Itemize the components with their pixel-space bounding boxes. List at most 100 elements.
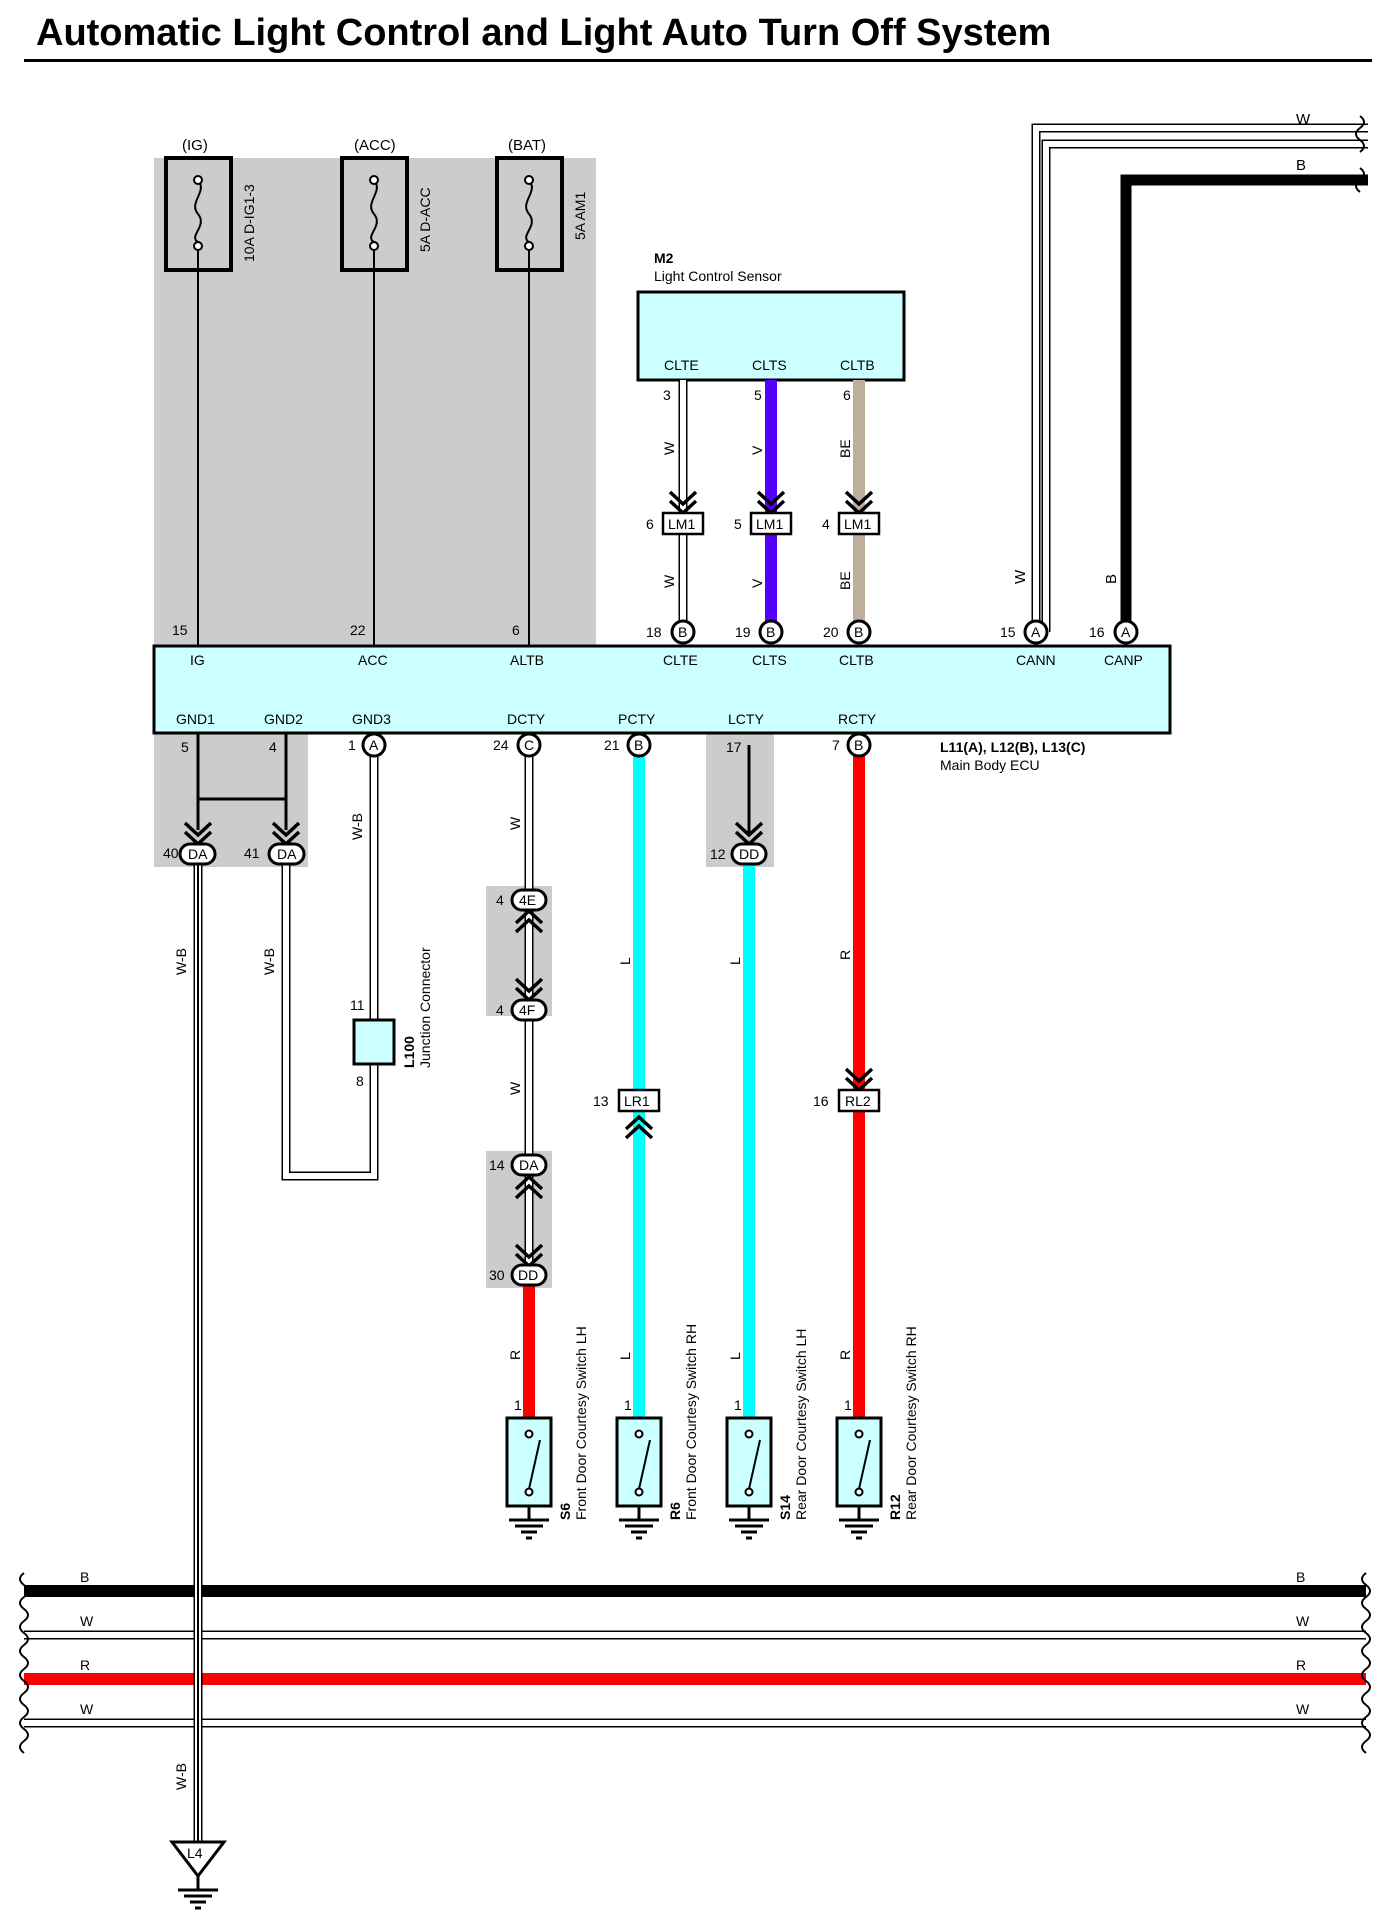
rcty-wire: RL2 16 R R bbox=[813, 745, 881, 1418]
svg-text:DCTY: DCTY bbox=[507, 711, 546, 727]
svg-text:B: B bbox=[678, 624, 687, 640]
svg-text:L100: L100 bbox=[401, 1036, 417, 1068]
svg-text:16: 16 bbox=[1089, 624, 1105, 640]
svg-text:3: 3 bbox=[663, 387, 671, 403]
svg-text:GND1: GND1 bbox=[176, 711, 215, 727]
svg-text:11: 11 bbox=[350, 997, 365, 1013]
svg-text:S6: S6 bbox=[557, 1503, 573, 1520]
svg-text:A: A bbox=[1121, 624, 1131, 640]
svg-text:LM1: LM1 bbox=[756, 516, 783, 532]
svg-text:6: 6 bbox=[646, 516, 654, 532]
svg-text:B: B bbox=[766, 624, 775, 640]
svg-text:L: L bbox=[617, 957, 633, 965]
light-control-sensor: M2 Light Control Sensor CLTE CLTS CLTB bbox=[636, 250, 906, 382]
svg-text:B: B bbox=[854, 624, 863, 640]
svg-text:LCTY: LCTY bbox=[728, 711, 764, 727]
svg-text:7: 7 bbox=[832, 737, 840, 753]
svg-text:L: L bbox=[727, 1352, 743, 1360]
svg-text:(IG): (IG) bbox=[182, 137, 208, 154]
canp-wire-label: B bbox=[1103, 574, 1120, 584]
svg-text:B: B bbox=[854, 737, 863, 753]
svg-text:5: 5 bbox=[181, 739, 189, 755]
svg-text:Front Door Courtesy Switch RH: Front Door Courtesy Switch RH bbox=[683, 1324, 699, 1520]
bus-wires: B W R W B W R W bbox=[19, 1569, 1371, 1754]
switch-r6: 1 R6 Front Door Courtesy Switch RH bbox=[615, 1324, 699, 1540]
svg-text:W: W bbox=[80, 1701, 94, 1717]
svg-text:20: 20 bbox=[823, 624, 839, 640]
dcty-connectors: 4E 4F DA DD 4 4 14 30 bbox=[489, 888, 548, 1287]
svg-text:W-B: W-B bbox=[173, 1763, 189, 1790]
svg-text:DA: DA bbox=[188, 846, 208, 862]
svg-text:19: 19 bbox=[735, 624, 751, 640]
title-underline bbox=[24, 59, 1372, 62]
svg-text:4: 4 bbox=[269, 739, 277, 755]
svg-text:B: B bbox=[1296, 1569, 1305, 1585]
svg-text:V: V bbox=[749, 445, 765, 455]
svg-text:GND2: GND2 bbox=[264, 711, 303, 727]
svg-text:L: L bbox=[617, 1352, 633, 1360]
svg-text:CLTE: CLTE bbox=[664, 357, 699, 373]
dcty-wire: W W R bbox=[507, 733, 544, 1418]
ground-point-l4: L4 bbox=[168, 1840, 228, 1910]
svg-text:S14: S14 bbox=[777, 1495, 793, 1520]
svg-text:W: W bbox=[661, 441, 677, 455]
svg-text:Junction Connector: Junction Connector bbox=[417, 947, 433, 1068]
svg-text:5: 5 bbox=[754, 387, 762, 403]
svg-text:CLTS: CLTS bbox=[752, 652, 787, 668]
svg-text:BE: BE bbox=[837, 439, 853, 458]
svg-text:BE: BE bbox=[837, 571, 853, 590]
fuse-acc: (ACC) 5A D-ACC bbox=[340, 137, 433, 272]
svg-text:W-B: W-B bbox=[349, 813, 365, 840]
svg-text:1: 1 bbox=[514, 1397, 522, 1413]
svg-text:4E: 4E bbox=[519, 892, 536, 908]
svg-text:W: W bbox=[80, 1613, 94, 1629]
svg-text:C: C bbox=[524, 737, 534, 753]
svg-text:15: 15 bbox=[1000, 624, 1016, 640]
svg-text:1: 1 bbox=[624, 1397, 632, 1413]
svg-text:LR1: LR1 bbox=[624, 1093, 650, 1109]
main-body-ecu: IG ACC ALTB CLTE CLTS CLTB CANN CANP GND… bbox=[152, 644, 1172, 773]
fuse-wires bbox=[197, 250, 530, 646]
svg-text:1: 1 bbox=[844, 1397, 852, 1413]
lcty-wire: DD 12 L L bbox=[710, 745, 768, 1418]
svg-text:5A AM1: 5A AM1 bbox=[572, 192, 588, 240]
svg-text:15: 15 bbox=[172, 622, 188, 638]
svg-text:16: 16 bbox=[813, 1093, 829, 1109]
lm1-connectors: LM1 LM1 LM1 6 5 4 bbox=[646, 490, 881, 536]
svg-text:CLTE: CLTE bbox=[663, 652, 698, 668]
svg-text:Main Body ECU: Main Body ECU bbox=[940, 757, 1040, 773]
svg-text:1: 1 bbox=[734, 1397, 742, 1413]
svg-text:1: 1 bbox=[348, 737, 356, 753]
svg-text:RCTY: RCTY bbox=[838, 711, 877, 727]
svg-text:40: 40 bbox=[163, 845, 179, 861]
svg-text:W: W bbox=[1296, 1613, 1310, 1629]
svg-text:Front Door Courtesy Switch LH: Front Door Courtesy Switch LH bbox=[573, 1326, 589, 1520]
svg-text:DD: DD bbox=[518, 1267, 538, 1283]
svg-text:5A D-ACC: 5A D-ACC bbox=[417, 187, 433, 252]
svg-text:Light Control Sensor: Light Control Sensor bbox=[654, 268, 782, 284]
svg-text:13: 13 bbox=[593, 1093, 609, 1109]
switch-r12: 1 R12 Rear Door Courtesy Switch RH bbox=[835, 1326, 919, 1540]
svg-text:R: R bbox=[1296, 1657, 1306, 1673]
svg-text:L: L bbox=[727, 957, 743, 965]
svg-text:DD: DD bbox=[739, 846, 759, 862]
svg-text:W: W bbox=[661, 574, 677, 588]
ecu-bottom-pins: 5 4 1 24 21 17 7 A C B B bbox=[181, 732, 872, 758]
svg-text:R: R bbox=[80, 1657, 90, 1673]
svg-text:5: 5 bbox=[734, 516, 742, 532]
svg-text:CANN: CANN bbox=[1016, 652, 1056, 668]
svg-text:R12: R12 bbox=[887, 1494, 903, 1520]
svg-text:LM1: LM1 bbox=[844, 516, 871, 532]
svg-text:W: W bbox=[507, 816, 523, 830]
svg-text:14: 14 bbox=[489, 1157, 505, 1173]
svg-text:Rear Door Courtesy Switch RH: Rear Door Courtesy Switch RH bbox=[903, 1326, 919, 1520]
svg-text:RL2: RL2 bbox=[845, 1093, 871, 1109]
svg-text:(ACC): (ACC) bbox=[354, 137, 396, 154]
svg-text:6: 6 bbox=[512, 622, 520, 638]
svg-text:ACC: ACC bbox=[358, 652, 388, 668]
svg-text:R6: R6 bbox=[667, 1502, 683, 1520]
svg-text:R: R bbox=[507, 1350, 523, 1360]
svg-text:V: V bbox=[749, 578, 765, 588]
svg-text:12: 12 bbox=[710, 846, 726, 862]
